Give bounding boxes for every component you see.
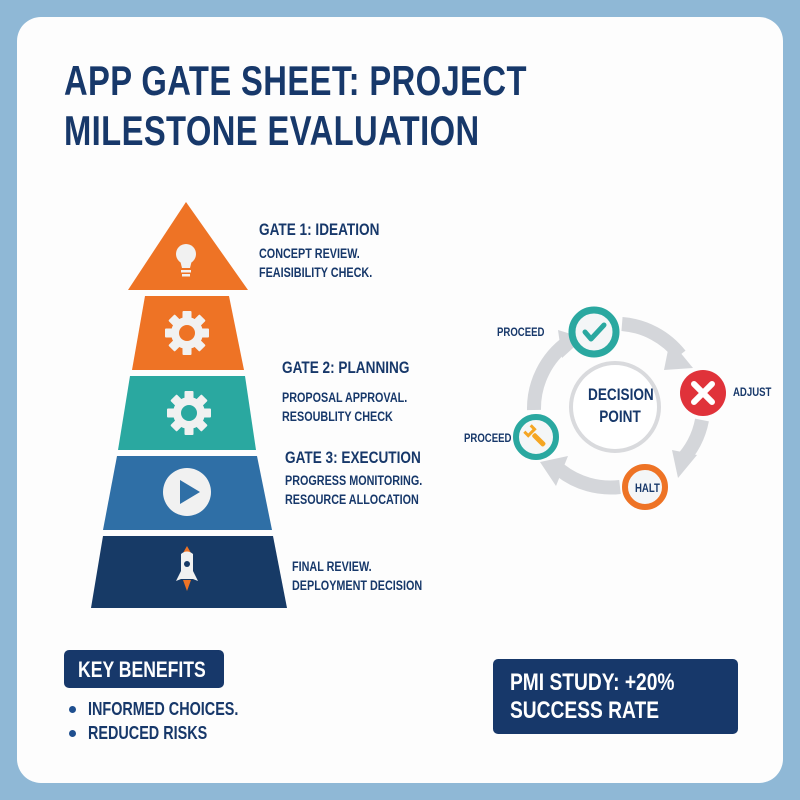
- adjust-label: ADJUST: [733, 385, 781, 399]
- pmi-stat-text: PMI STUDY: +20% SUCCESS RATE: [510, 669, 674, 725]
- final-gate-label: FINAL REVIEW. DEPLOYMENT DECISION: [292, 557, 455, 595]
- gate-1-title: GATE 1: IDEATION: [259, 220, 380, 239]
- proceed-label-left: PROCEED: [464, 431, 523, 445]
- halt-label: HALT: [635, 481, 666, 495]
- decision-point-label: DECISION POINT: [580, 384, 660, 428]
- gate-1-desc-2: FEAISIBILITY CHECK.: [259, 265, 373, 280]
- x-icon: [691, 381, 715, 405]
- key-benefits-heading: KEY BENEFITS: [64, 650, 224, 688]
- gate-3-desc-2: RESOURCE ALLOCATION: [285, 492, 419, 507]
- pmi-stat-line-2: SUCCESS RATE: [510, 697, 659, 724]
- gate-3-title: GATE 3: EXECUTION: [285, 448, 421, 467]
- gate-2-desc-2: RESOUBLITY CHECK: [282, 409, 393, 424]
- gate-2-desc-1: PROPOSAL APPROVAL.: [282, 390, 408, 405]
- proceed-label-left-text: PROCEED: [464, 431, 512, 445]
- adjust-node[interactable]: [680, 370, 726, 416]
- gate-2-label: GATE 2: PLANNING PROPOSAL APPROVAL. RESO…: [282, 358, 441, 426]
- rocket-icon: [176, 546, 198, 591]
- final-desc-1: FINAL REVIEW.: [292, 559, 372, 574]
- gate-3-label: GATE 3: EXECUTION PROGRESS MONITORING. R…: [285, 448, 457, 509]
- title-line-2: MILESTONE EVALUATION: [64, 107, 480, 154]
- play-icon: [163, 468, 211, 516]
- gate-1-desc-1: CONCEPT REVIEW.: [259, 246, 360, 261]
- gate-2-title: GATE 2: PLANNING: [282, 358, 410, 377]
- halt-label-text: HALT: [635, 481, 660, 495]
- pmi-stat-box: PMI STUDY: +20% SUCCESS RATE: [493, 659, 738, 734]
- key-benefits-title: KEY BENEFITS: [78, 657, 206, 682]
- gate-1-label: GATE 1: IDEATION CONCEPT REVIEW. FEAISIB…: [259, 220, 410, 282]
- bullet-icon: [69, 706, 76, 713]
- decision-line-1: DECISION: [588, 385, 654, 404]
- bullet-icon: [69, 730, 76, 737]
- title-line-1: APP GATE SHEET: PROJECT: [64, 57, 527, 104]
- wrench-icon: [523, 424, 546, 447]
- proceed-wrench-node[interactable]: [513, 414, 559, 460]
- final-desc-2: DEPLOYMENT DECISION: [292, 578, 423, 593]
- halt-node[interactable]: [622, 464, 668, 510]
- decision-point-circle: [569, 361, 661, 453]
- decision-line-2: POINT: [599, 407, 641, 426]
- gear-icon: [167, 391, 211, 435]
- adjust-label-text: ADJUST: [733, 385, 772, 399]
- gear-icon: [165, 311, 209, 355]
- checkmark-icon: [582, 322, 607, 342]
- page-title: APP GATE SHEET: PROJECT MILESTONE EVALUA…: [64, 56, 527, 156]
- pmi-stat-line-1: PMI STUDY: +20%: [510, 669, 675, 696]
- lightbulb-icon: [176, 244, 196, 277]
- gate-3-desc-1: PROGRESS MONITORING.: [285, 473, 423, 488]
- proceed-label-top: PROCEED: [497, 325, 556, 339]
- proceed-node[interactable]: [568, 306, 620, 358]
- proceed-label-text: PROCEED: [497, 325, 545, 339]
